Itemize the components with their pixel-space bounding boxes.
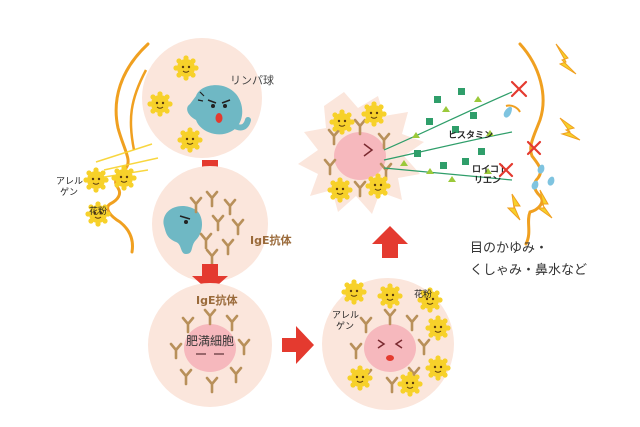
ige-antibody-label-2: IgE抗体 [196, 293, 238, 307]
lymphocyte-label: リンパ球 [230, 73, 274, 87]
mast-cell-distressed-icon [364, 324, 416, 372]
lightning-icons [506, 43, 581, 221]
arrow-down-2 [192, 264, 228, 292]
arrow-right [282, 326, 314, 364]
itch-x-marks [498, 80, 542, 178]
allergen-label-1b: ゲン [60, 186, 78, 198]
tear-drops [503, 106, 555, 190]
lymphocyte-circle: リンパ球 [142, 38, 274, 158]
symptoms-line-2: くしゃみ・鼻水など [470, 263, 588, 278]
degranulation-burst [298, 92, 424, 214]
leukotriene-label-b: リエン [474, 175, 501, 186]
ige-production-circle: IgE抗体 [152, 166, 292, 282]
ige-antibody-label-1: IgE抗体 [250, 233, 292, 247]
symptoms-caption: 目のかゆみ・ くしゃみ・鼻水など [470, 238, 630, 282]
mast-cell-circle: IgE抗体 肥満細胞 [148, 283, 272, 407]
leukotriene-label-a: ロイコト [472, 164, 508, 175]
mast-cell-label: 肥満細胞 [186, 334, 234, 348]
pollen-label-2: 花粉 [414, 288, 432, 300]
allergen-binding-circle: アレル ゲン 花粉 [322, 278, 454, 410]
mediator-stream: ヒスタミン ロイコト リエン [383, 88, 513, 186]
mast-cell-icon [184, 324, 236, 372]
allergen-label-2b: ゲン [336, 320, 354, 332]
allergen-label-1a: アレル [56, 177, 83, 187]
allergen-group-left: アレル ゲン 花粉 [56, 164, 138, 228]
face-profile-right [498, 42, 581, 246]
lymphocyte-icon [187, 85, 251, 135]
pollen-label-1: 花粉 [89, 205, 107, 217]
allergen-label-2a: アレル [332, 311, 359, 321]
symptoms-line-1: 目のかゆみ・ [470, 241, 549, 256]
histamine-label: ヒスタミン [448, 129, 493, 141]
arrow-up [372, 226, 408, 258]
lymphocyte-small-icon [163, 205, 202, 254]
